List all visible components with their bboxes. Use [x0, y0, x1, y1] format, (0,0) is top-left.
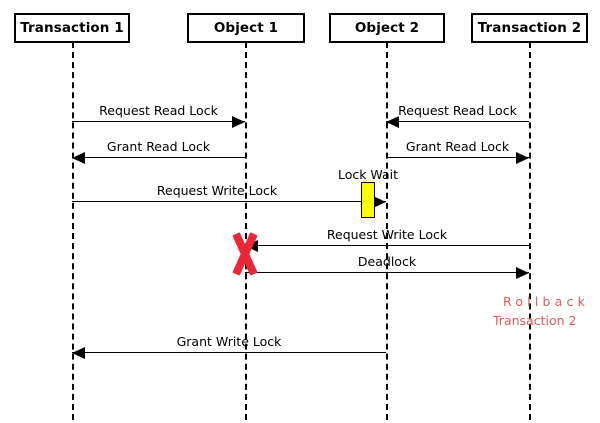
message-label-m7: Deadlock: [357, 254, 417, 269]
message-label-m1: Request Read Lock: [99, 103, 218, 118]
message-label-m5: Request Write Lock: [156, 183, 278, 198]
message-line-m7[interactable]: [245, 272, 529, 273]
lifeline-label-object1: Object 1: [213, 20, 279, 36]
note-rollback-target: Transaction 2: [493, 313, 577, 328]
message-label-m8: Grant Write Lock: [176, 334, 282, 349]
message-line-m4[interactable]: [386, 157, 529, 158]
message-line-m6[interactable]: [245, 245, 529, 246]
lifeline-head-object2[interactable]: Object 2: [329, 13, 445, 43]
lifeline-transaction2: [529, 42, 531, 420]
arrowhead-left-icon: [72, 347, 85, 359]
lifeline-object2: [386, 42, 388, 420]
lifeline-head-transaction2[interactable]: Transaction 2: [471, 13, 588, 43]
arrowhead-right-icon: [232, 116, 245, 128]
arrowhead-right-icon: [516, 152, 529, 164]
message-line-m3[interactable]: [72, 157, 245, 158]
message-line-m8[interactable]: [72, 352, 386, 353]
message-label-m3: Grant Read Lock: [106, 139, 211, 154]
arrowhead-right-icon: [516, 267, 529, 279]
arrowhead-left-icon: [386, 116, 399, 128]
message-label-m6: Request Write Lock: [326, 227, 448, 242]
destruction-x-icon: [225, 232, 265, 276]
lifeline-transaction1: [72, 42, 74, 420]
activation-bar-lock-wait[interactable]: [361, 182, 375, 218]
lifeline-label-object2: Object 2: [354, 20, 420, 36]
message-line-m2[interactable]: [386, 121, 529, 122]
arrowhead-left-icon: [72, 152, 85, 164]
lifeline-label-transaction1: Transaction 1: [20, 20, 124, 36]
message-label-m2: Request Read Lock: [398, 103, 517, 118]
lifeline-head-object1[interactable]: Object 1: [187, 13, 305, 43]
message-line-m5[interactable]: [72, 201, 386, 202]
lifeline-head-transaction1[interactable]: Transaction 1: [14, 13, 130, 43]
activation-label-lock-wait: Lock Wait: [337, 167, 399, 182]
lifeline-object1: [245, 42, 247, 420]
message-line-m1[interactable]: [72, 121, 245, 122]
arrowhead-right-icon: [373, 196, 386, 208]
lifeline-label-transaction2: Transaction 2: [477, 20, 582, 36]
message-label-m4: Grant Read Lock: [405, 139, 510, 154]
note-rollback-word: Rollback: [503, 294, 590, 309]
